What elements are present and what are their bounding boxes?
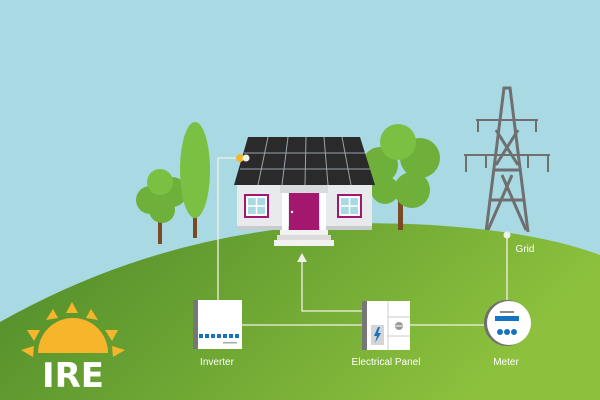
lightbulb-icon: [236, 154, 250, 162]
house: [234, 136, 375, 246]
connection-lines: [217, 157, 508, 326]
inverter-icon: [193, 300, 242, 349]
window-icon: [337, 194, 362, 218]
svg-text:IRE: IRE: [42, 356, 104, 396]
window-icon: [244, 194, 269, 218]
lightning-icon: [374, 327, 381, 343]
arrow-up-icon: [297, 253, 307, 262]
solar-panels-roof: [234, 137, 375, 185]
power-tower-icon: [464, 86, 550, 233]
ire-logo: IRE: [21, 302, 125, 396]
tree-icon: [180, 122, 210, 238]
sun-icon: [38, 318, 108, 353]
front-door: [289, 193, 319, 230]
label-meter: Meter: [493, 357, 519, 368]
meter-icon: [484, 300, 531, 346]
label-grid: Grid: [516, 244, 535, 255]
electrical-panel-icon: [362, 301, 410, 350]
tree-icon: [136, 169, 187, 244]
label-inverter: Inverter: [200, 357, 235, 368]
label-electrical-panel: Electrical Panel: [352, 357, 421, 368]
grid-connection-dot: [503, 231, 511, 239]
green-hill: [0, 223, 600, 400]
